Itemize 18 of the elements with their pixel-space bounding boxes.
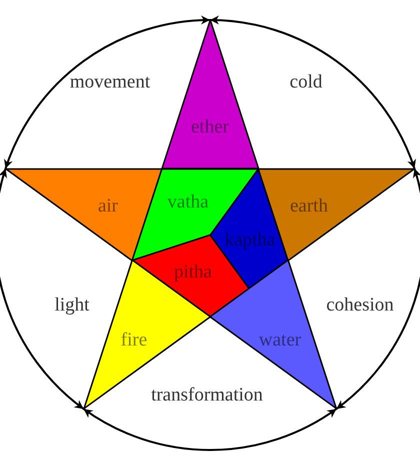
edge-label: cohesion [326, 296, 394, 314]
element-label: vatha [167, 192, 209, 212]
curved-arrow [4, 16, 210, 169]
curved-arrow [336, 168, 420, 410]
element-label: kaptha [224, 230, 276, 250]
curved-arrow [210, 16, 416, 169]
element-label: earth [290, 196, 328, 216]
element-label: fire [120, 330, 148, 350]
curved-arrow [83, 408, 337, 451]
edge-label: movement [70, 72, 150, 92]
element-label: ether [191, 118, 229, 136]
edge-label: transformation [151, 386, 263, 404]
edge-label: cold [290, 72, 322, 92]
edge-label: light [54, 296, 90, 314]
element-label: water [258, 330, 302, 350]
element-label: pitha [174, 262, 212, 282]
curved-arrow [0, 168, 84, 410]
element-label: air [98, 196, 118, 216]
